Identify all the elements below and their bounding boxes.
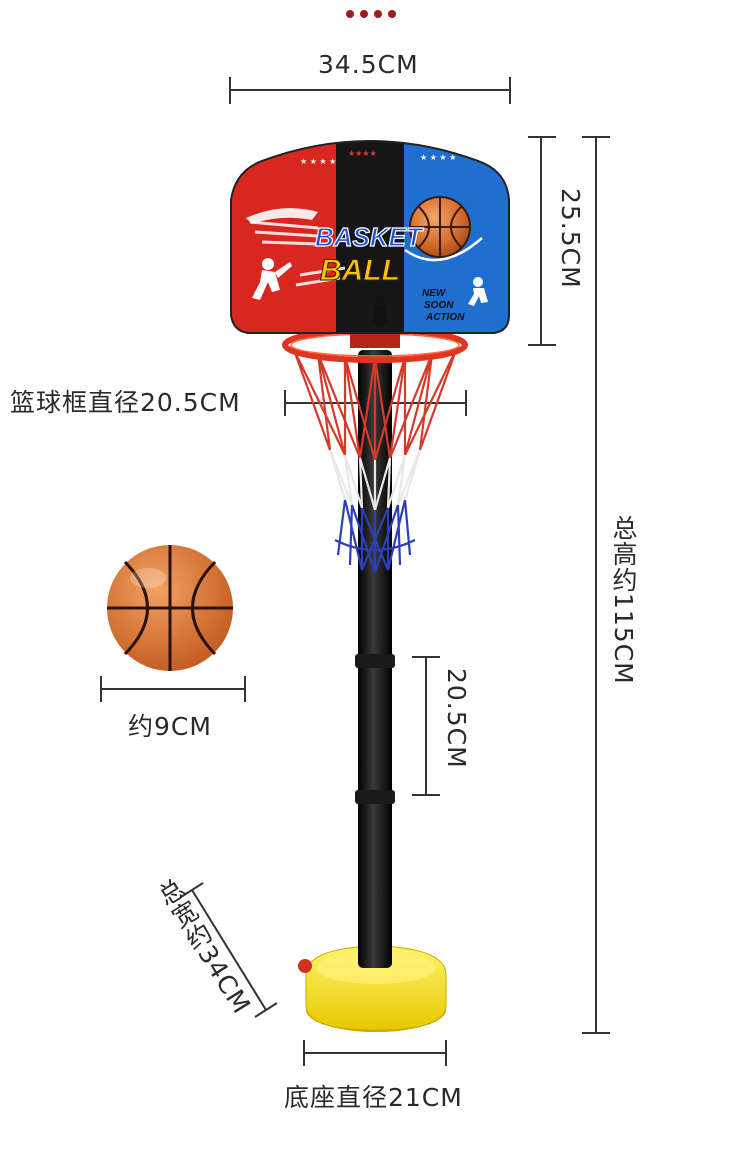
- player-silhouette-left: [252, 258, 292, 300]
- total-height-label: 总高约115CM: [609, 515, 638, 685]
- base-plug: [298, 959, 312, 973]
- board-slogan-1: NEW: [422, 288, 447, 299]
- board-slogan-3: ACTION: [425, 312, 465, 323]
- decorative-dots: [346, 10, 396, 18]
- backboard: ★ ★ ★ ★ ★ ★ ★ ★ ★★★★ BASKET BALL NEW SOO…: [230, 140, 510, 334]
- board-word-ball: BALL: [320, 254, 400, 287]
- svg-text:★ ★ ★ ★: ★ ★ ★ ★: [420, 153, 456, 162]
- board-ball-graphic: [404, 196, 483, 262]
- board-stars: ★ ★ ★ ★ ★ ★ ★ ★: [300, 153, 456, 166]
- svg-text:★ ★ ★ ★: ★ ★ ★ ★: [300, 157, 336, 166]
- player-silhouette-right: [468, 277, 488, 306]
- player-silhouette-center: [372, 295, 388, 326]
- hoop-diameter-label: 篮球框直径20.5CM: [10, 388, 241, 417]
- pole-segment-label: 20.5CM: [442, 668, 471, 769]
- board-height-label: 25.5CM: [556, 188, 585, 289]
- stand-pole: [355, 350, 395, 968]
- hoop-rim: [282, 327, 468, 363]
- board-word-basket: BASKET: [315, 222, 424, 252]
- board-slogan-2: SOON: [424, 300, 454, 311]
- hoop-net: [292, 349, 458, 573]
- base-diameter-label: 底座直径21CM: [284, 1083, 463, 1112]
- stand-base: [298, 945, 447, 1032]
- loose-basketball: [107, 545, 233, 671]
- svg-text:★★★★: ★★★★: [348, 149, 377, 158]
- board-width-label: 34.5CM: [318, 50, 419, 79]
- ball-size-label: 约9CM: [128, 712, 212, 741]
